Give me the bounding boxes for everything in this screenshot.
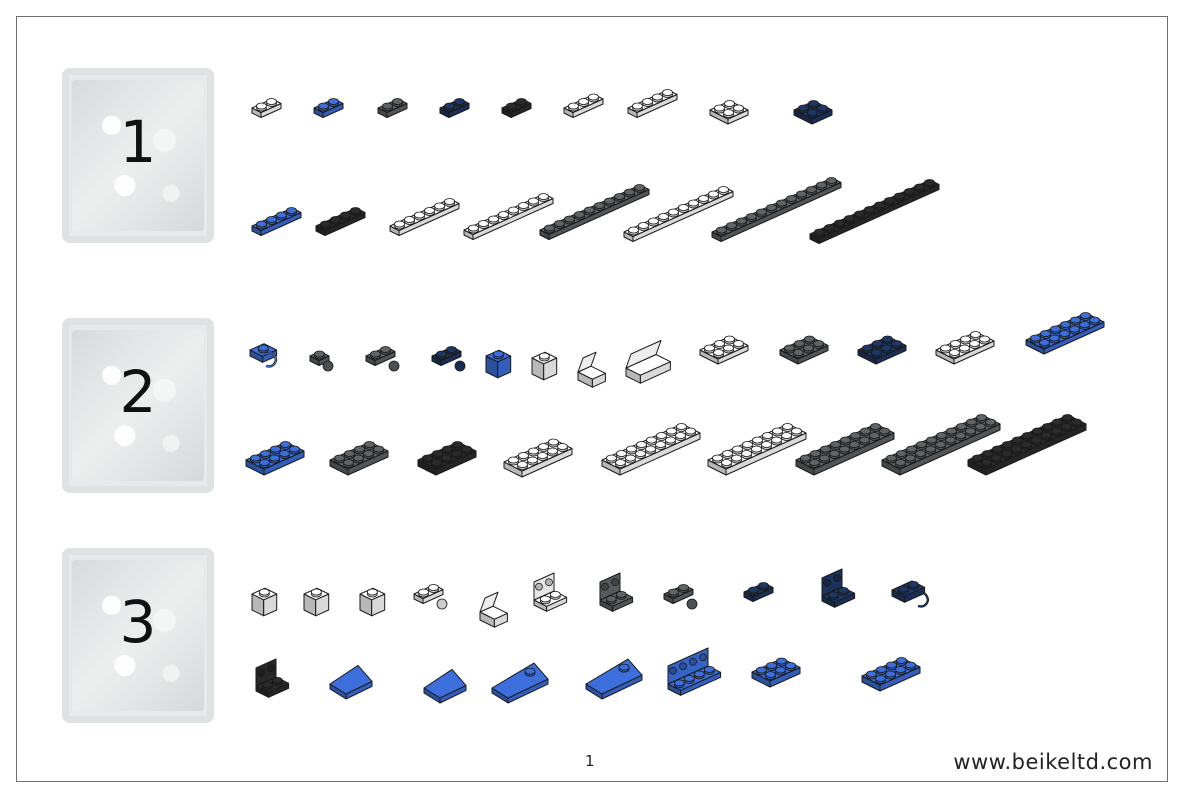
bag-number: 3 [119,588,157,656]
part-bag2-row1-8 [625,340,671,384]
bag-1: 1 [62,68,214,243]
part-bag1-row1-5 [501,98,532,118]
part-bag2-row1-13 [1025,312,1105,355]
parts-bag-image [62,318,214,493]
part-bag2-row1-10 [779,335,829,365]
part-bag2-row1-4 [431,346,466,372]
part-bag1-row2-4 [463,193,554,240]
part-bag1-row1-6 [563,93,604,118]
part-bag3-row1-3 [359,587,386,617]
part-bag1-row2-8 [809,179,940,244]
part-bag3-row2-6 [667,647,722,696]
part-bag2-row2-1 [245,441,305,476]
part-bag1-row2-3 [389,198,460,236]
part-bag2-row2-4 [503,438,573,478]
part-bag3-row2-1 [255,658,290,698]
part-bag2-row1-12 [935,331,995,365]
part-bag2-row2-8 [881,414,1001,476]
part-bag3-row2-2 [329,664,373,700]
part-bag1-row1-4 [439,98,470,118]
part-bag3-row1-7 [599,572,634,612]
part-bag2-row1-3 [365,346,400,372]
bag-number: 1 [119,108,157,176]
part-bag3-row2-7 [751,657,801,688]
part-bag1-row1-7 [627,89,678,118]
page-frame [16,16,1168,782]
part-bag2-row2-9 [967,414,1087,476]
part-bag2-row2-6 [707,423,807,476]
part-bag1-row2-7 [711,177,842,242]
part-bag3-row2-8 [861,657,921,692]
part-bag2-row1-1 [249,343,278,368]
part-bag1-row2-2 [315,207,366,236]
part-bag2-row1-5 [485,349,512,379]
part-bag3-row1-6 [533,572,568,612]
parts-bag-image [62,548,214,723]
part-bag2-row1-7 [577,351,606,388]
part-bag1-row1-1 [251,98,282,118]
parts-bag-image [62,68,214,243]
bag-number: 2 [119,358,157,426]
part-bag3-row1-4 [413,584,448,610]
part-bag2-row2-3 [417,441,477,476]
part-bag1-row2-6 [623,186,734,242]
part-bag2-row2-2 [329,441,389,476]
part-bag2-row1-11 [857,335,907,365]
part-bag3-row1-10 [821,568,856,608]
part-bag1-row2-5 [539,184,650,240]
part-bag1-row1-8 [709,100,749,125]
page-number: 1 [585,752,595,770]
part-bag2-row1-9 [699,335,749,365]
part-bag2-row1-6 [531,351,558,381]
part-bag3-row1-8 [663,584,698,610]
part-bag2-row2-5 [601,423,701,476]
part-bag3-row1-2 [303,587,330,617]
part-bag3-row2-4 [491,662,549,704]
part-bag1-row1-9 [793,100,833,125]
part-bag3-row1-11 [891,580,930,608]
bag-3: 3 [62,548,214,723]
website-url: www.beikeltd.com [953,750,1153,774]
part-bag2-row2-7 [795,423,895,476]
part-bag3-row1-1 [251,587,278,617]
part-bag3-row2-3 [423,668,467,704]
part-bag1-row1-3 [377,98,408,118]
part-bag2-row1-2 [309,350,334,372]
bag-2: 2 [62,318,214,493]
part-bag1-row2-1 [251,207,302,236]
part-bag3-row1-9 [743,582,774,602]
part-bag3-row1-5 [479,591,508,628]
part-bag3-row2-5 [585,658,643,700]
part-bag1-row1-2 [313,98,344,118]
